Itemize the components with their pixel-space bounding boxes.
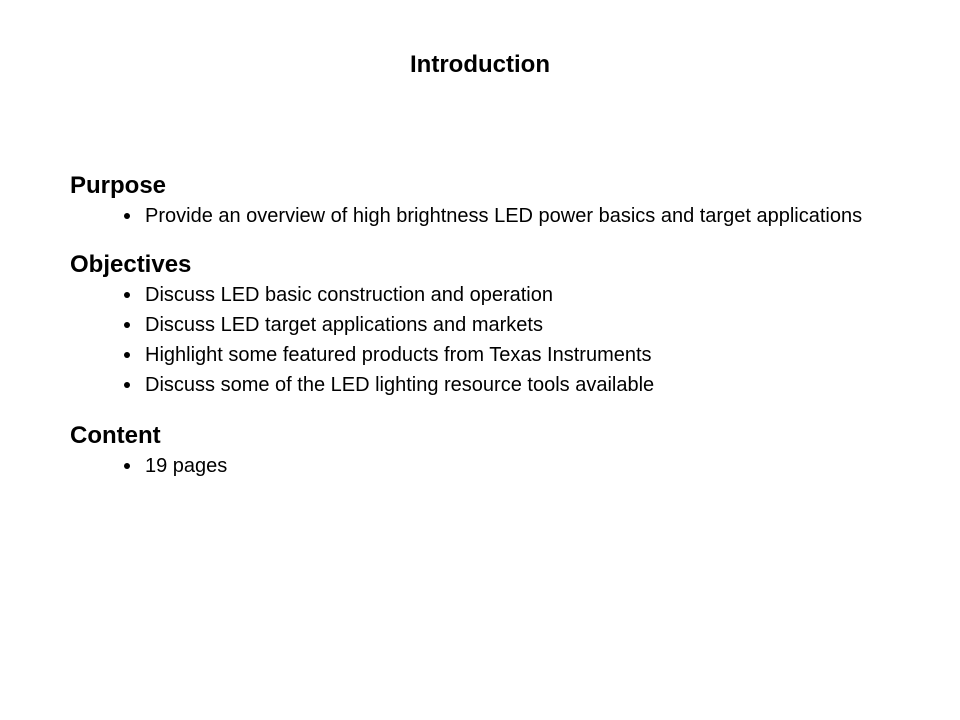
bullet-text: Highlight some featured products from Te… — [145, 344, 652, 366]
bullet-list-purpose: Provide an overview of high brightness L… — [70, 205, 920, 228]
section-heading-objectives: Objectives — [70, 251, 192, 278]
bullet-icon — [124, 292, 130, 298]
slide-content: Purpose Provide an overview of high brig… — [70, 171, 920, 478]
bullet-item: Highlight some featured products from Te… — [122, 344, 875, 367]
bullet-icon — [124, 463, 130, 469]
bullet-item: Discuss some of the LED lighting resourc… — [122, 374, 875, 397]
bullet-text: Discuss LED basic construction and opera… — [145, 284, 553, 306]
bullet-text: Provide an overview of high brightness L… — [145, 205, 863, 227]
bullet-list-objectives: Discuss LED basic construction and opera… — [70, 284, 920, 397]
bullet-item: Discuss LED target applications and mark… — [122, 314, 875, 337]
bullet-icon — [124, 382, 130, 388]
bullet-item: Discuss LED basic construction and opera… — [122, 284, 875, 307]
bullet-icon — [124, 322, 130, 328]
bullet-text: 19 pages — [145, 455, 228, 477]
bullet-text: Discuss some of the LED lighting resourc… — [145, 374, 655, 396]
bullet-item: Provide an overview of high brightness L… — [122, 205, 875, 228]
bullet-icon — [124, 213, 130, 219]
bullet-list-content: 19 pages — [70, 455, 920, 478]
slide-title: Introduction — [410, 51, 550, 78]
bullet-text: Discuss LED target applications and mark… — [145, 314, 543, 336]
section-heading-content: Content — [70, 422, 161, 449]
bullet-item: 19 pages — [122, 455, 875, 478]
bullet-icon — [124, 352, 130, 358]
section-heading-purpose: Purpose — [70, 172, 167, 199]
